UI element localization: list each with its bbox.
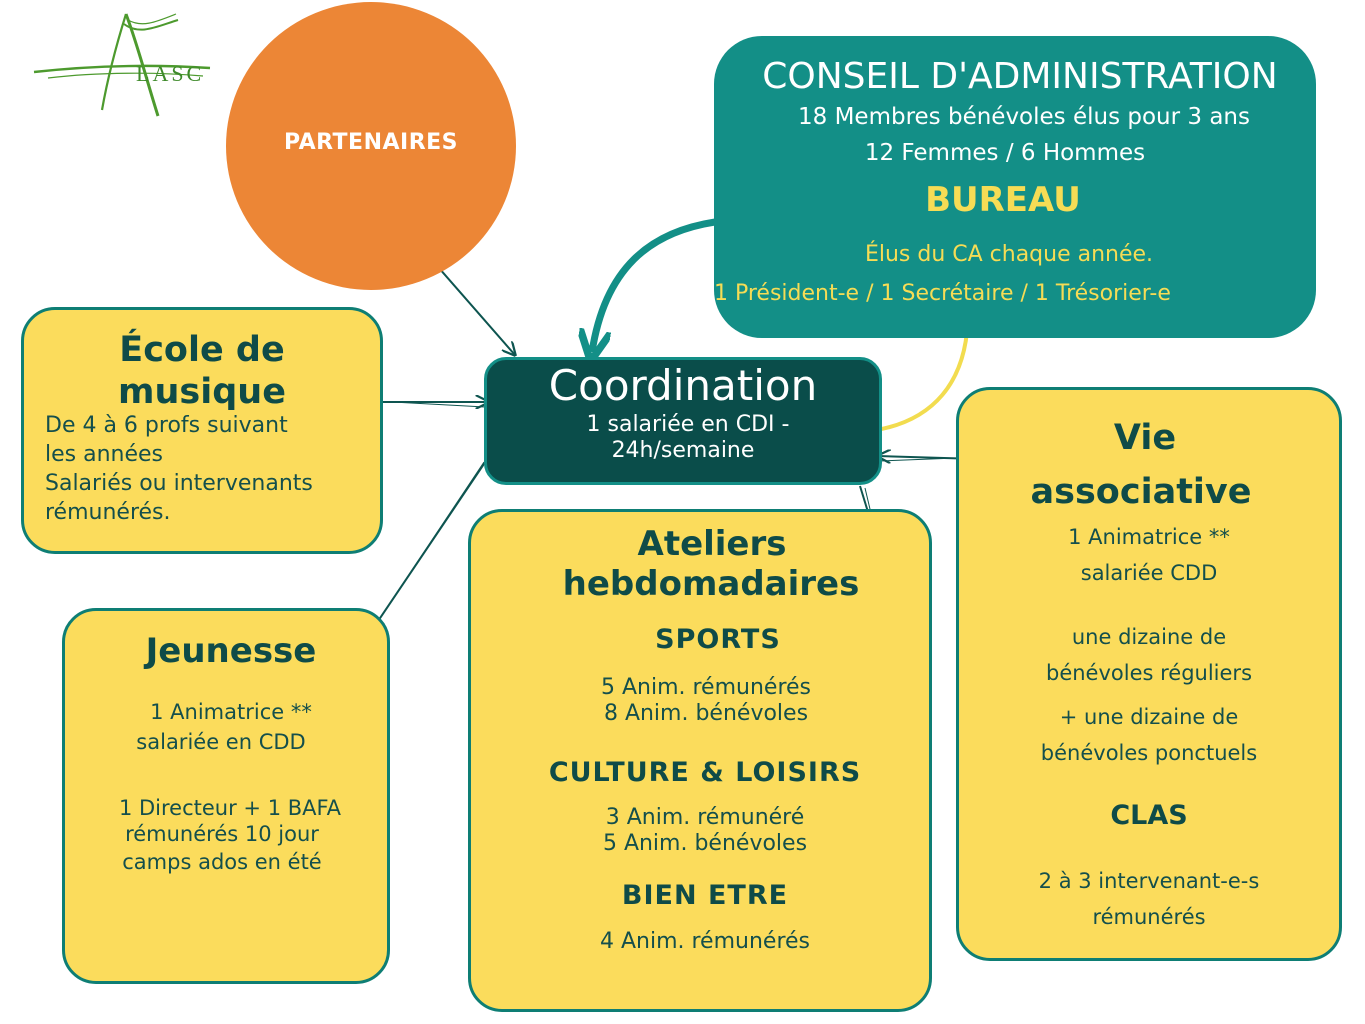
jeunesse-contrat: salariée en CDD: [136, 730, 306, 754]
logo-text: LASC: [136, 61, 205, 86]
vie-title-line1: Vie: [1113, 418, 1177, 458]
culture-title: CULTURE & LOISIRS: [548, 757, 862, 788]
sports-remuneres: 5 Anim. rémunérés: [600, 675, 812, 700]
ecole-title-line1: École de: [119, 330, 285, 370]
ateliers-title-line1: Ateliers: [637, 524, 787, 564]
coordination-contract: 1 salariée en CDI -: [586, 412, 790, 437]
vie-contrat: salariée CDD: [1080, 561, 1218, 585]
coordination-title: Coordination: [548, 361, 818, 410]
vie-title-line2: associative: [1030, 472, 1252, 512]
jeunesse-remuneres: rémunérés 10 jour: [125, 822, 319, 846]
bien-etre-remuneres: 4 Anim. rémunérés: [599, 929, 811, 954]
partenaires-label: PARTENAIRES: [283, 130, 459, 155]
conseil-members: 18 Membres bénévoles élus pour 3 ans: [798, 104, 1250, 130]
clas-title: CLAS: [1110, 800, 1188, 831]
ecole-line: rémunérés.: [45, 500, 171, 525]
coordination-box: Coordination 1 salariée en CDI - 24h/sem…: [484, 357, 882, 485]
partenaires-circle: PARTENAIRES: [226, 2, 516, 290]
ateliers-title-line2: hebdomadaires: [562, 564, 860, 604]
jeunesse-title: Jeunesse: [145, 631, 317, 671]
vie-associative-box: Vie associative 1 Animatrice ** salariée…: [956, 387, 1342, 961]
vie-benevoles-reguliers: bénévoles réguliers: [1045, 661, 1253, 685]
conseil-gender: 12 Femmes / 6 Hommes: [864, 140, 1146, 166]
logo: LASC: [28, 6, 218, 126]
arrow-conseil: [592, 218, 716, 352]
vie-animatrice: 1 Animatrice **: [1068, 525, 1230, 549]
bien-etre-title: BIEN ETRE: [621, 880, 789, 911]
sports-title: SPORTS: [655, 624, 781, 655]
ecole-musique-box: École de musique De 4 à 6 profs suivant …: [21, 307, 383, 554]
ecole-line: De 4 à 6 profs suivant: [45, 413, 288, 438]
clas-intervenants: 2 à 3 intervenant-e-s: [1038, 869, 1260, 893]
bureau-elus: Élus du CA chaque année.: [864, 242, 1154, 267]
bureau-title: BUREAU: [925, 180, 1081, 220]
ecole-line: Salariés ou intervenants: [45, 471, 313, 496]
vie-dizaine-reguliers: une dizaine de: [1071, 625, 1227, 649]
conseil-panel: CONSEIL D'ADMINISTRATION 18 Membres béné…: [714, 36, 1316, 338]
clas-remuneres: rémunérés: [1092, 905, 1206, 929]
bureau-roles: 1 Président-e / 1 Secrétaire / 1 Trésori…: [714, 281, 1171, 306]
culture-benevoles: 5 Anim. bénévoles: [602, 831, 808, 856]
jeunesse-camps: camps ados en été: [122, 850, 322, 874]
coordination-hours: 24h/semaine: [611, 438, 755, 463]
jeunesse-box: Jeunesse 1 Animatrice ** salariée en CDD…: [62, 608, 390, 984]
culture-remuneres: 3 Anim. rémunéré: [605, 805, 805, 830]
conseil-title: CONSEIL D'ADMINISTRATION: [762, 56, 1278, 97]
ecole-line: les années: [45, 442, 164, 467]
jeunesse-directeur: 1 Directeur + 1 BAFA: [118, 796, 342, 820]
vie-dizaine-ponctuels: + une dizaine de: [1059, 705, 1239, 729]
jeunesse-animatrice: 1 Animatrice **: [150, 700, 312, 724]
vie-benevoles-ponctuels: bénévoles ponctuels: [1040, 741, 1258, 765]
logo-mark-icon: [33, 13, 211, 117]
ecole-title-line2: musique: [118, 372, 286, 412]
ateliers-box: Ateliers hebdomadaires SPORTS 5 Anim. ré…: [468, 509, 932, 1012]
sports-benevoles: 8 Anim. bénévoles: [603, 701, 809, 726]
ecole-description: De 4 à 6 profs suivant les années Salari…: [45, 411, 313, 527]
